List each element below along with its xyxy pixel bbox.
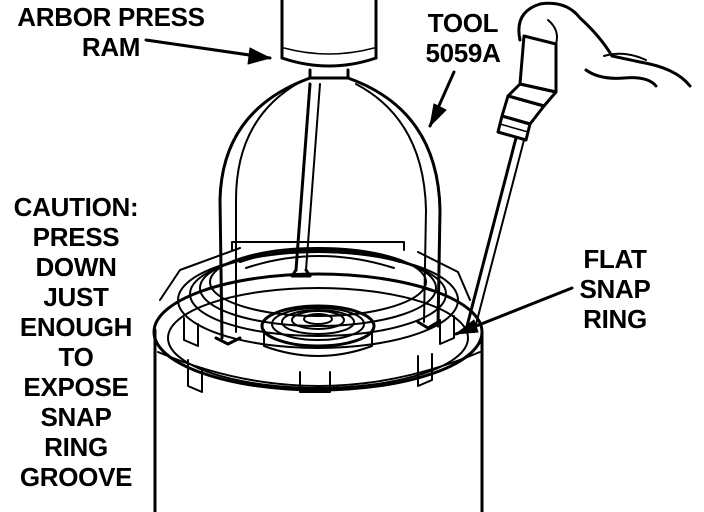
arbor-label-line: ARBOR PRESS	[17, 2, 205, 32]
clutch-housing	[152, 247, 484, 512]
caution-label-line: EXPOSE	[23, 372, 129, 402]
snap-label-line: RING	[583, 304, 647, 334]
snap-label-line: SNAP	[579, 274, 651, 304]
arbor-label-line: RAM	[81, 32, 141, 62]
tool-5059a	[214, 76, 442, 346]
caution-label-line: RING	[44, 432, 108, 462]
caution-label-line: GROOVE	[19, 462, 133, 492]
tool-label-line: TOOL	[427, 8, 499, 38]
hand	[517, 1, 692, 88]
center-hub	[260, 304, 376, 357]
caution-label-line: SNAP	[40, 402, 112, 432]
arbor-press-ram-label: ARBOR PRESS RAM	[6, 2, 216, 62]
tool-label-line: 5059A	[425, 38, 501, 68]
caution-label: CAUTION: PRESS DOWN JUST ENOUGH TO EXPOS…	[2, 192, 150, 492]
leader-arrows	[144, 38, 574, 336]
screwdriver	[464, 34, 558, 333]
caution-label-line: TO	[58, 342, 94, 372]
snap-label-line: FLAT	[583, 244, 647, 274]
tool-label: TOOL 5059A	[408, 8, 518, 68]
caution-label-line: JUST	[43, 282, 109, 312]
caution-label-line: CAUTION:	[13, 192, 139, 222]
caution-label-line: ENOUGH	[19, 312, 133, 342]
caution-label-line: PRESS	[32, 222, 120, 252]
caution-label-line: DOWN	[35, 252, 117, 282]
arbor-press-ram	[280, 0, 378, 80]
flat-snap-ring-label: FLAT SNAP RING	[560, 244, 670, 334]
clutch-pack	[177, 241, 459, 349]
